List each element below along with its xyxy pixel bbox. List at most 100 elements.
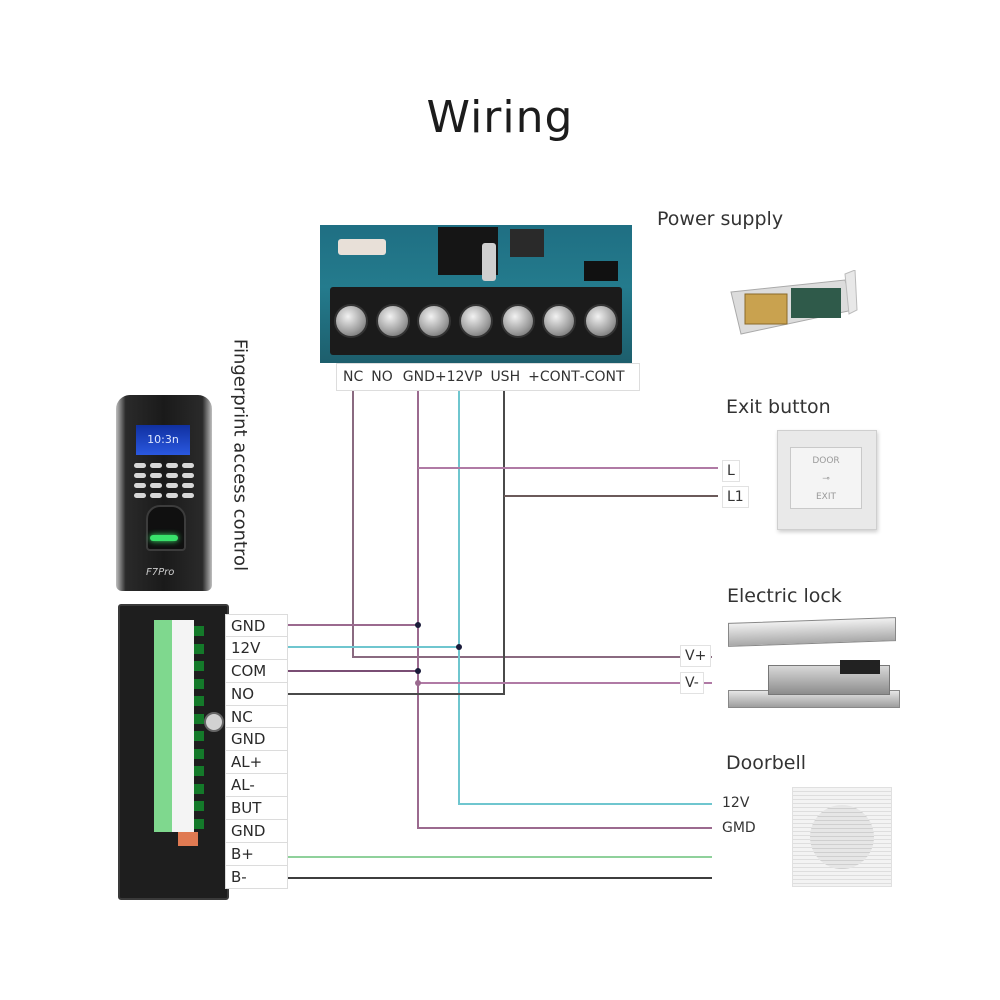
- relay-component: [584, 261, 618, 281]
- keypad-key: [134, 493, 146, 498]
- terminal-screw: [542, 304, 577, 338]
- terminal-screw: [458, 304, 493, 338]
- keypad-key: [150, 493, 162, 498]
- psu-terminal-gnd: GND: [402, 369, 435, 385]
- power-supply-board-photo: [320, 225, 632, 363]
- exit-button-photo: DOOR ⊸ EXIT: [777, 430, 877, 530]
- terminal-screw: [333, 304, 368, 338]
- fingerprint-reader-photo: 10:3n F7Pro: [116, 395, 212, 591]
- controller-terminal-b-minus: B-: [225, 865, 288, 889]
- controller-terminal-com: COM: [225, 659, 288, 683]
- ic-component: [510, 229, 544, 257]
- wire-psu-ush: [288, 390, 505, 695]
- keypad-key: [182, 483, 194, 488]
- terminal-pin: [194, 643, 204, 654]
- terminal-label-strip: [172, 620, 194, 832]
- power-supply-photo: [730, 270, 858, 335]
- terminal-pin: [194, 678, 204, 689]
- terminal-pin: [194, 766, 204, 776]
- lock-terminal-v-plus: V+: [680, 645, 712, 667]
- terminal-pin: [194, 748, 204, 759]
- terminal-screw: [584, 304, 619, 338]
- keypad-key: [134, 473, 146, 478]
- terminal-pin: [194, 783, 204, 794]
- keypad-key: [182, 473, 194, 478]
- fingerprint-heading: Fingerprint access control: [229, 338, 251, 572]
- keypad-key: [134, 463, 146, 468]
- power-supply-terminal-labels: NC NO GND +12VP USH +CONT -CONT: [336, 363, 640, 391]
- controller-terminal-gnd: GND: [225, 614, 288, 637]
- capacitor-component: [482, 243, 496, 281]
- doorbell-terminal-gmd: GMD: [718, 818, 760, 838]
- doorbell-heading: Doorbell: [726, 752, 806, 774]
- junction-dot: [415, 680, 421, 686]
- controller-back-panel-photo: [118, 604, 229, 900]
- electric-lock-heading: Electric lock: [727, 585, 842, 607]
- psu-terminal-no: NO: [371, 369, 393, 385]
- diagram-title: Wiring: [426, 92, 574, 143]
- controller-terminal-12v: 12V: [225, 636, 288, 660]
- doorbell-speaker-grille: [810, 805, 874, 869]
- terminal-pin: [194, 626, 204, 636]
- terminal-screw: [375, 304, 410, 338]
- key-icon: ⊸: [822, 474, 830, 484]
- fingerprint-screen: 10:3n: [136, 425, 190, 455]
- psu-terminal-cont-minus: -CONT: [579, 369, 625, 385]
- junction-dot: [456, 644, 462, 650]
- exit-button-plate: DOOR ⊸ EXIT: [790, 447, 862, 509]
- controller-screw: [204, 712, 224, 732]
- exit-plate-text-exit: EXIT: [815, 492, 836, 502]
- controller-terminal-gnd-3: GND: [225, 820, 288, 843]
- keypad-key: [134, 483, 146, 488]
- terminal-pin: [194, 731, 204, 741]
- wire-psu-nc: [352, 390, 712, 658]
- controller-terminal-nc: NC: [225, 705, 288, 729]
- keypad-key: [166, 493, 178, 498]
- keypad-key: [182, 493, 194, 498]
- fingerprint-sensor: [146, 505, 186, 551]
- resistor-component: [338, 239, 386, 255]
- keypad-key: [150, 473, 162, 478]
- terminal-block: [330, 287, 622, 355]
- wire-psu-12v: [458, 390, 712, 805]
- controller-terminal-al-minus: AL-: [225, 774, 288, 798]
- psu-circuit-board: [791, 288, 841, 318]
- psu-terminal-ush: USH: [490, 369, 521, 385]
- psu-bracket: [844, 270, 858, 315]
- wire-psu-gnd: [417, 390, 712, 829]
- terminal-pin: [194, 801, 204, 811]
- terminal-pin: [194, 713, 204, 724]
- controller-terminal-b-plus: B+: [225, 842, 288, 866]
- psu-terminal-12vp: +12VP: [434, 369, 483, 385]
- fingerprint-brand: F7Pro: [146, 567, 175, 578]
- keypad-key: [166, 473, 178, 478]
- controller-terminal-gnd-2: GND: [225, 728, 288, 752]
- doorbell-terminal-12v: 12V: [718, 793, 754, 813]
- keypad-key: [150, 463, 162, 468]
- keypad: [134, 463, 194, 498]
- doorbell-photo: [792, 787, 892, 887]
- terminal-pin: [194, 661, 204, 671]
- keypad-key: [166, 483, 178, 488]
- junction-dot: [415, 668, 421, 674]
- psu-transformer: [744, 293, 788, 325]
- keypad-key: [182, 463, 194, 468]
- junction-dot: [415, 622, 421, 628]
- terminal-pin: [194, 696, 204, 706]
- keypad-key: [150, 483, 162, 488]
- terminal-screw: [500, 304, 535, 338]
- controller-terminal-no: NO: [225, 682, 288, 706]
- exit-button-heading: Exit button: [726, 396, 831, 418]
- exit-terminal-l1: L1: [722, 486, 749, 508]
- exit-plate-text-door: DOOR: [812, 456, 840, 466]
- fingerprint-led: [150, 535, 178, 541]
- controller-connector: [178, 832, 198, 846]
- power-supply-heading: Power supply: [657, 208, 784, 230]
- electric-lock-indicator: [840, 660, 880, 674]
- controller-terminal-labels: GND 12V COM NO NC GND AL+ AL- BUT GND B+…: [225, 614, 288, 889]
- lock-terminal-v-minus: V-: [680, 672, 704, 694]
- controller-terminal-al-plus: AL+: [225, 751, 288, 775]
- exit-terminal-l: L: [722, 460, 740, 482]
- keypad-key: [166, 463, 178, 468]
- terminal-screw: [417, 304, 452, 338]
